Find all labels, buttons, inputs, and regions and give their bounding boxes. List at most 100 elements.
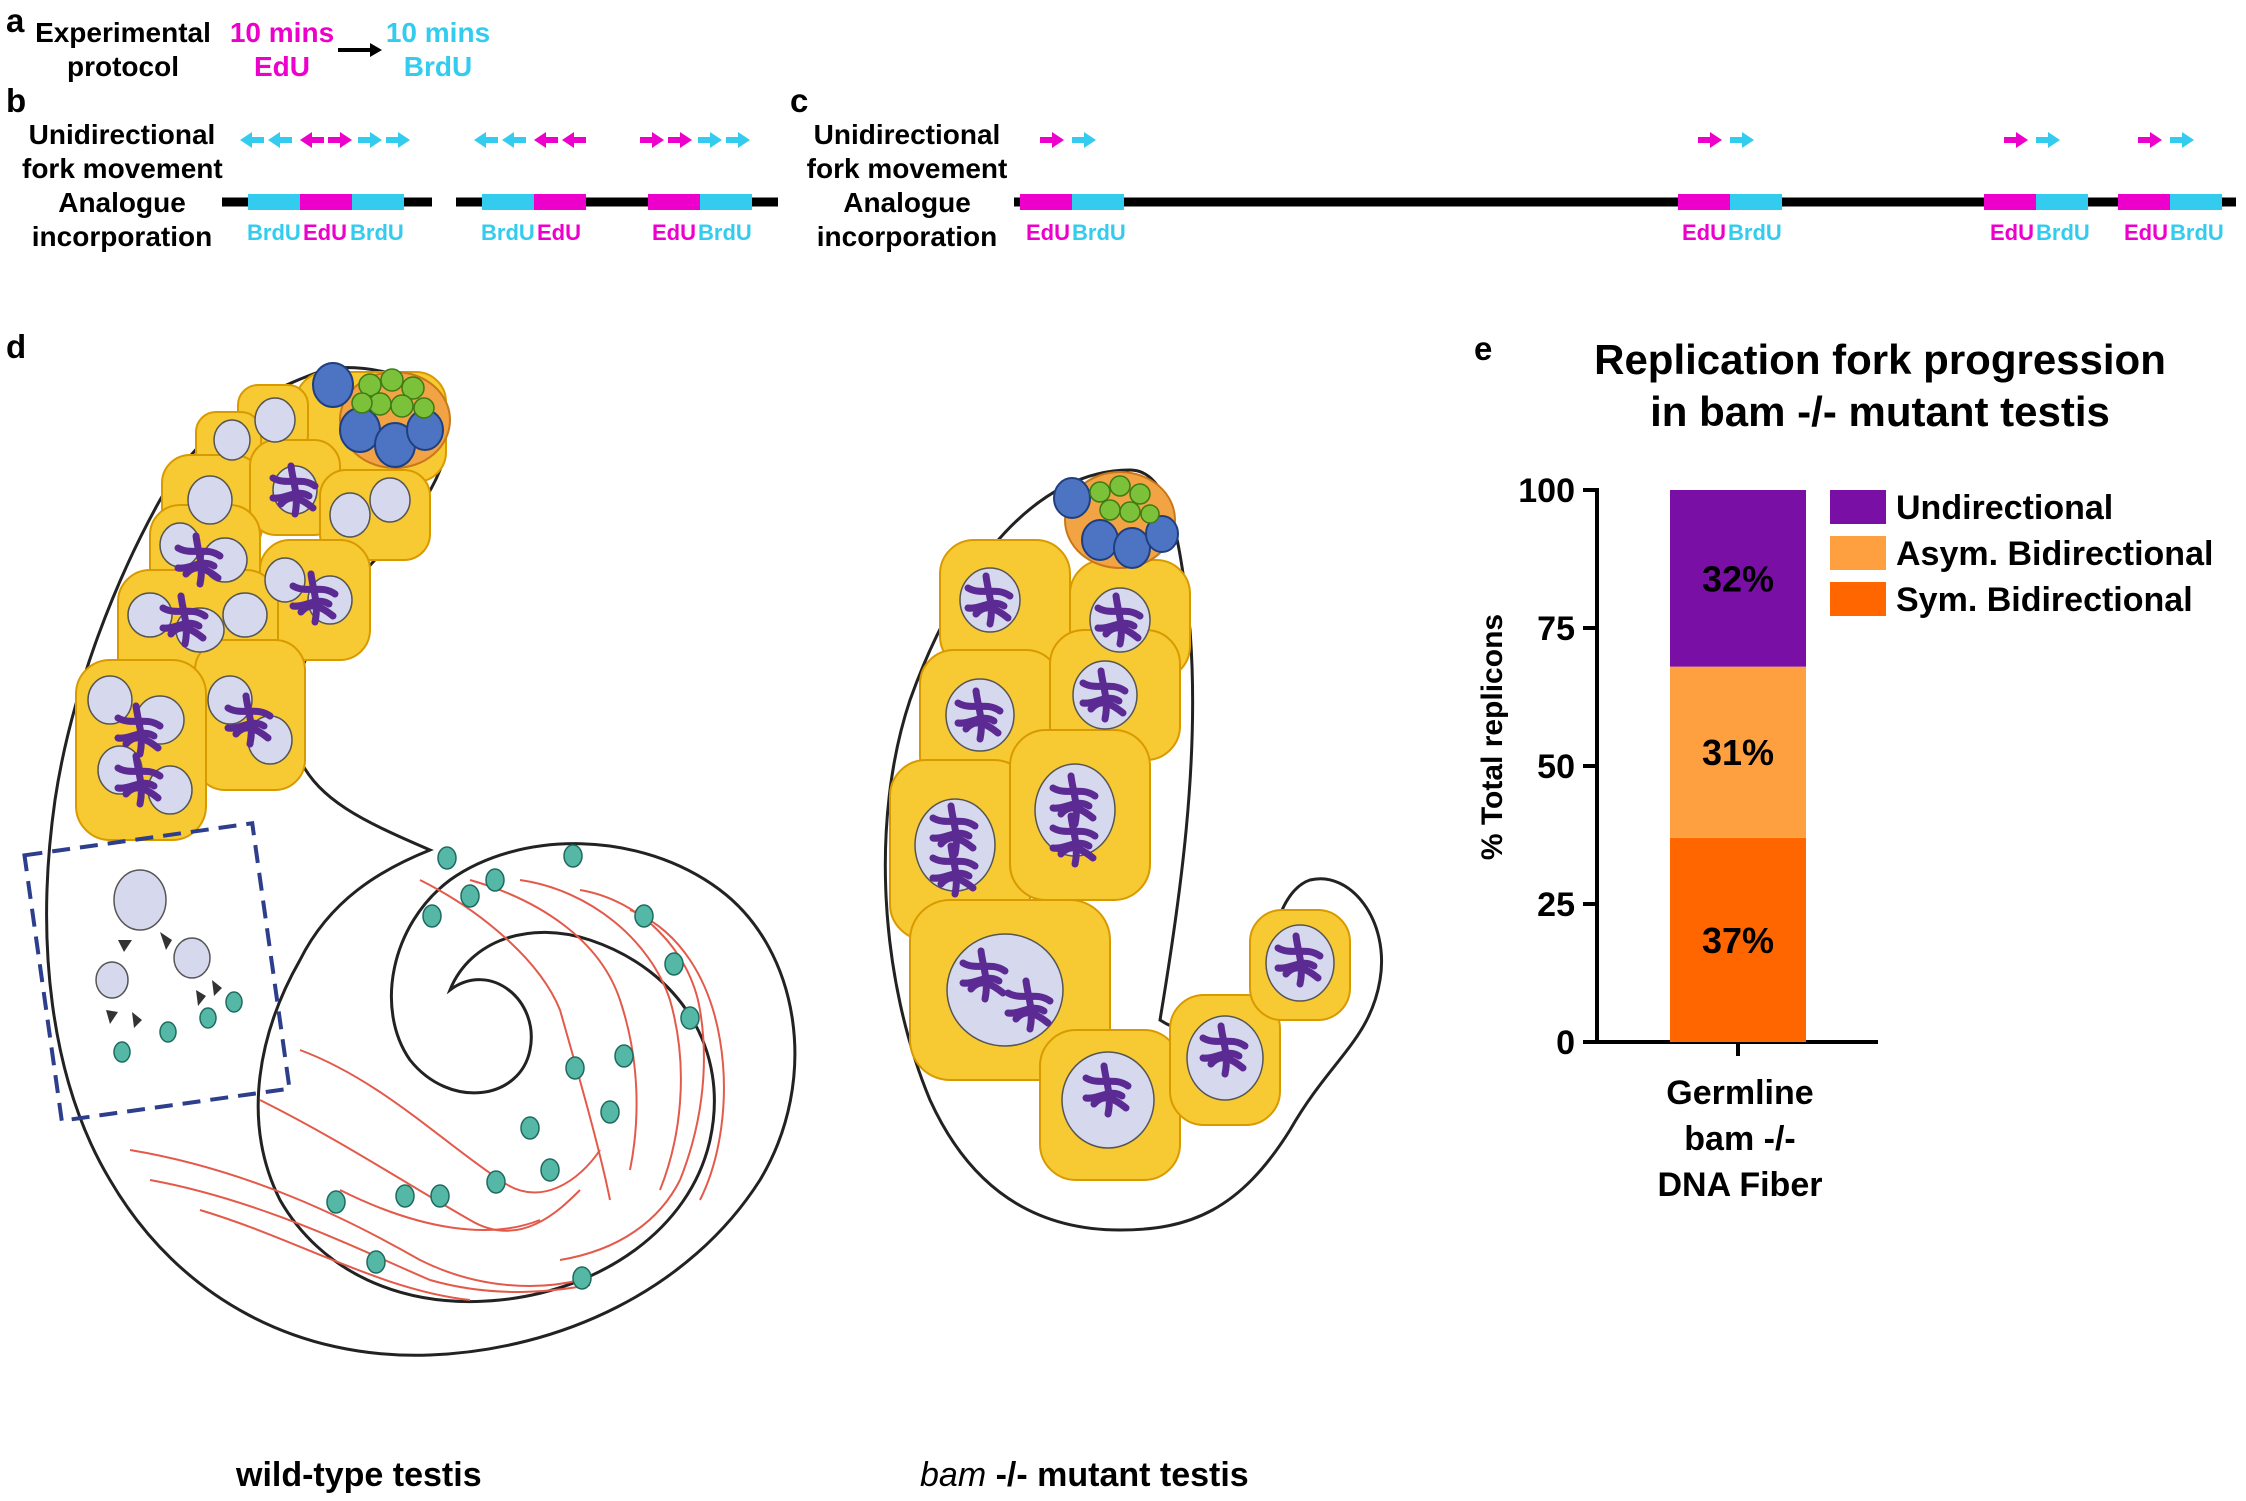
panel-c-fibers xyxy=(1014,132,2236,210)
wild-type-testis xyxy=(22,362,797,1357)
tag-edu: EdU xyxy=(652,220,696,245)
tag-edu: EdU xyxy=(1026,220,1070,245)
right-arrow-icon xyxy=(328,132,352,148)
right-arrow-icon xyxy=(2170,132,2194,148)
panel-label-b: b xyxy=(6,82,27,119)
analogue-incorporation-label-c: Analogue incorporation xyxy=(802,186,1012,254)
right-arrow-icon xyxy=(1072,132,1096,148)
analogue-incorporation-line2: incorporation xyxy=(31,221,213,252)
x-axis-category-label: Germline bam -/- DNA Fiber xyxy=(1630,1070,1850,1208)
tag-brdu: BrdU xyxy=(247,220,301,245)
y-axis-label: % Total replicons xyxy=(1476,613,1509,861)
tag-brdu: BrdU xyxy=(2036,220,2090,245)
bar-segment xyxy=(1670,666,1806,838)
fork-movement-label-c: Unidirectional fork movement xyxy=(802,118,1012,186)
right-arrow-icon xyxy=(2036,132,2060,148)
y-tick-label: 0 xyxy=(1556,1024,1575,1062)
protocol-arrow xyxy=(338,43,382,57)
right-arrow-icon xyxy=(668,132,692,148)
panel-label-c: c xyxy=(790,82,809,119)
right-arrow-icon xyxy=(640,132,664,148)
panel-d-illustration xyxy=(22,362,1383,1357)
tag-brdu: BrdU xyxy=(481,220,535,245)
left-arrow-icon xyxy=(268,132,292,148)
right-arrow-icon xyxy=(1698,132,1722,148)
left-arrow-icon xyxy=(300,132,324,148)
tag-edu: EdU xyxy=(1682,220,1726,245)
analogue-incorporation-line1: Analogue xyxy=(58,187,186,218)
y-axis-label-wrap: % Total replicons xyxy=(1468,560,1518,920)
caption-bam-mutant: bam -/- mutant testis xyxy=(920,1456,1249,1495)
bar-segment xyxy=(1670,490,1806,667)
y-tick-label: 25 xyxy=(1537,886,1575,924)
left-arrow-icon xyxy=(240,132,264,148)
left-arrow-icon xyxy=(474,132,498,148)
right-arrow-icon xyxy=(386,132,410,148)
y-tick-label: 100 xyxy=(1518,472,1575,510)
wt-germline-cysts xyxy=(75,371,447,841)
legend-label: Asym. Bidirectional xyxy=(1896,535,2213,573)
brdu-pulse-time: 10 mins xyxy=(385,17,491,48)
panel-b-dna-fibers xyxy=(222,194,778,210)
tag-brdu: BrdU xyxy=(698,220,752,245)
legend-label: Undirectional xyxy=(1896,489,2113,527)
panel-b-fibers xyxy=(222,132,778,210)
left-arrow-icon xyxy=(534,132,558,148)
chart-title: Replication fork progression in bam -/- … xyxy=(1530,334,2230,438)
bar-stack: 37%31%32% xyxy=(1670,490,1806,1042)
tag-edu: EdU xyxy=(537,220,581,245)
legend-swatch xyxy=(1830,536,1886,570)
tag-brdu: BrdU xyxy=(1728,220,1782,245)
right-arrow-icon xyxy=(1730,132,1754,148)
panel-label-e: e xyxy=(1474,330,1493,367)
legend-swatch xyxy=(1830,582,1886,616)
right-arrow-icon xyxy=(2138,132,2162,148)
caption-wild-type: wild-type testis xyxy=(236,1456,482,1494)
x-label-line3: DNA Fiber xyxy=(1657,1166,1823,1204)
right-arrow-icon xyxy=(1040,132,1064,148)
right-arrow-icon xyxy=(698,132,722,148)
brdu-pulse: 10 mins BrdU xyxy=(378,16,498,84)
panel-label-d: d xyxy=(6,328,27,365)
fork-movement-line1: Unidirectional xyxy=(813,119,1001,150)
fork-movement-line2: fork movement xyxy=(22,153,223,184)
bar-data-label: 32% xyxy=(1702,558,1774,599)
tag-edu: EdU xyxy=(2124,220,2168,245)
analogue-incorporation-line1: Analogue xyxy=(843,187,971,218)
caption-bam-gene: bam xyxy=(920,1456,987,1494)
panel-c-fork-arrows xyxy=(1040,132,2194,148)
chart-title-line2: in bam -/- mutant testis xyxy=(1650,388,2110,435)
wt-stem-cell-niche xyxy=(312,362,451,469)
bar-segment xyxy=(1670,837,1806,1042)
fork-movement-line1: Unidirectional xyxy=(28,119,216,150)
tag-edu: EdU xyxy=(303,220,347,245)
panel-b-fork-arrows xyxy=(240,132,750,148)
panel-label-a: a xyxy=(6,2,25,39)
bam-stem-cell-niche xyxy=(1053,471,1179,569)
protocol-label-line1: Experimental xyxy=(35,17,211,48)
right-arrow-icon xyxy=(726,132,750,148)
tag-brdu: BrdU xyxy=(1072,220,1126,245)
edu-pulse-name: EdU xyxy=(254,51,310,82)
brdu-pulse-name: BrdU xyxy=(403,51,473,82)
analogue-incorporation-line2: incorporation xyxy=(816,221,998,252)
tag-edu: EdU xyxy=(1990,220,2034,245)
bar-data-label: 31% xyxy=(1702,732,1774,773)
right-arrow-icon xyxy=(2004,132,2028,148)
protocol-label-line2: protocol xyxy=(67,51,179,82)
x-label-line2: bam -/- xyxy=(1684,1120,1796,1158)
meiosis-inset-box xyxy=(22,821,292,1123)
panel-c-dna-fiber xyxy=(1014,194,2236,210)
protocol-label: Experimental protocol xyxy=(28,16,218,84)
y-tick-label: 50 xyxy=(1537,748,1575,786)
bam-tumor-cysts xyxy=(889,539,1351,1181)
left-arrow-icon xyxy=(502,132,526,148)
x-label-line1: Germline xyxy=(1666,1074,1814,1112)
left-arrow-icon xyxy=(562,132,586,148)
wt-sperm-heads xyxy=(326,844,700,1290)
fork-movement-label-b: Unidirectional fork movement xyxy=(22,118,223,186)
edu-pulse: 10 mins EdU xyxy=(222,16,342,84)
legend-label: Sym. Bidirectional xyxy=(1896,581,2193,619)
